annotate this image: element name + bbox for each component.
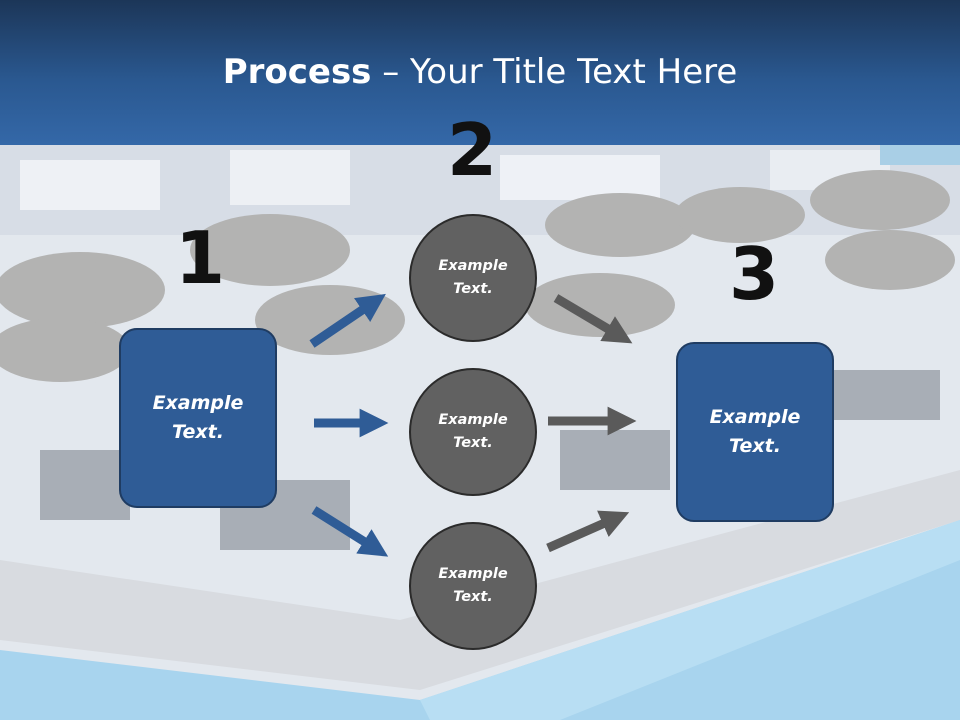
page-title: Process – Your Title Text Here [0, 52, 960, 92]
title-rest: – Your Title Text Here [371, 52, 738, 92]
step-2-circle-bottom[interactable]: Example Text. [409, 522, 537, 650]
title-bold: Process [222, 52, 372, 92]
circle-middle-text: Example Text. [438, 412, 508, 451]
step-2-circle-top[interactable]: Example Text. [409, 214, 537, 342]
step-3-box[interactable]: Example Text. [676, 342, 834, 522]
circle-bottom-text: Example Text. [438, 566, 508, 605]
step-number-1: 1 [174, 216, 226, 300]
step-1-box[interactable]: Example Text. [119, 328, 277, 508]
step-1-text: Example Text. [152, 392, 244, 443]
step-number-3: 3 [728, 232, 780, 316]
step-3-text: Example Text. [709, 406, 801, 457]
circle-top-text: Example Text. [438, 258, 508, 297]
step-number-2: 2 [446, 108, 498, 192]
header-bar [0, 0, 960, 145]
step-2-circle-middle[interactable]: Example Text. [409, 368, 537, 496]
